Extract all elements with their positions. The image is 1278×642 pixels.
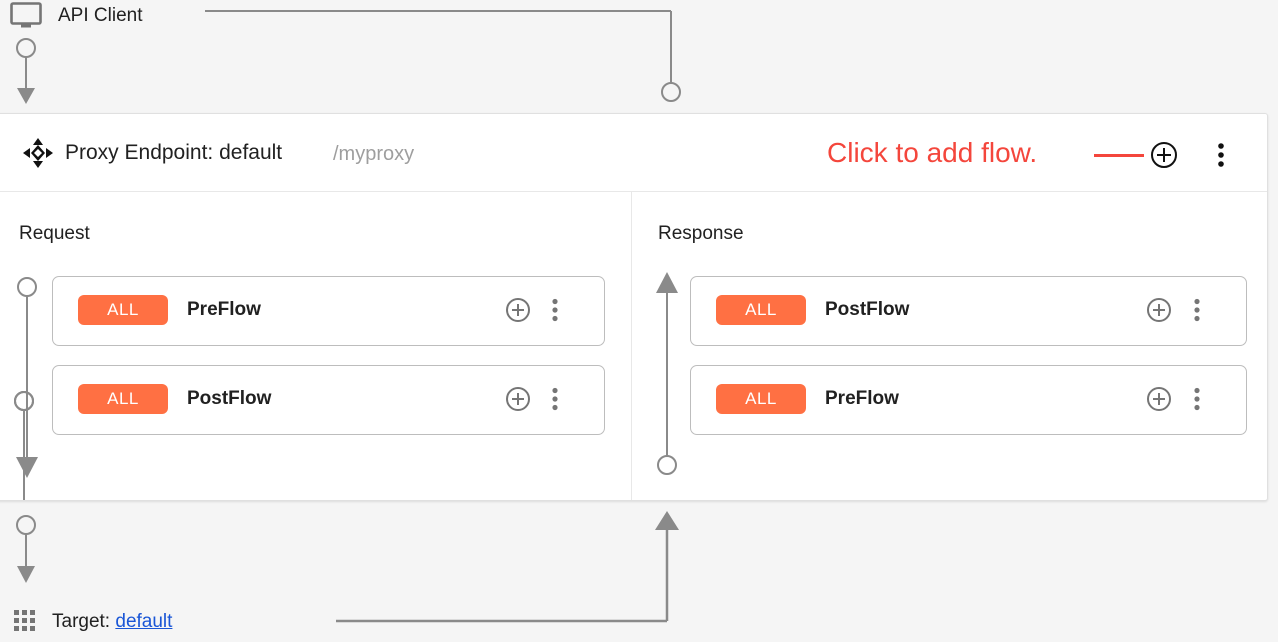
- plus-circle-icon[interactable]: [1146, 297, 1172, 323]
- flow-badge: ALL: [78, 295, 168, 325]
- annotation-pointer-line: [1094, 154, 1144, 157]
- more-vertical-icon[interactable]: [1187, 298, 1207, 322]
- proxy-endpoint-panel[interactable]: Proxy Endpoint: default /myproxy Click t…: [0, 113, 1268, 501]
- flow-badge: ALL: [78, 384, 168, 414]
- more-vertical-icon[interactable]: [1210, 142, 1232, 168]
- flow-name: PreFlow: [825, 388, 899, 409]
- plus-circle-icon[interactable]: [505, 386, 531, 412]
- plus-circle-icon[interactable]: [1150, 141, 1178, 169]
- monitor-icon: [10, 2, 42, 28]
- plus-circle-icon[interactable]: [1146, 386, 1172, 412]
- flow-name: PreFlow: [187, 299, 261, 320]
- flow-card[interactable]: ALL PostFlow: [690, 276, 1247, 346]
- proxy-endpoint-body: Request ALL PreFlow: [0, 192, 1267, 500]
- page-title: Proxy Endpoint: default: [65, 141, 283, 164]
- target-label: Target: default: [52, 609, 172, 635]
- response-column-title: Response: [658, 223, 744, 244]
- client-connectors: [16, 10, 681, 104]
- flow-badge: ALL: [716, 295, 806, 325]
- target-connectors: [16, 511, 679, 623]
- more-vertical-icon[interactable]: [545, 298, 565, 322]
- more-vertical-icon[interactable]: [1187, 387, 1207, 411]
- flow-card[interactable]: ALL PreFlow: [690, 365, 1247, 435]
- flow-card[interactable]: ALL PreFlow: [52, 276, 605, 346]
- flow-badge: ALL: [716, 384, 806, 414]
- proxy-basepath: /myproxy: [333, 143, 415, 165]
- response-column: Response ALL PostFlow: [632, 192, 1267, 500]
- plus-circle-icon[interactable]: [505, 297, 531, 323]
- proxy-endpoint-header: Proxy Endpoint: default /myproxy Click t…: [0, 114, 1267, 192]
- apps-grid-icon[interactable]: [14, 610, 36, 632]
- annotation-text: Click to add flow.: [827, 137, 1038, 168]
- flow-card[interactable]: ALL PostFlow: [52, 365, 605, 435]
- move-handle-icon[interactable]: [21, 136, 55, 170]
- request-column: Request ALL PreFlow: [0, 192, 632, 500]
- target-default-link[interactable]: default: [115, 611, 173, 632]
- flow-name: PostFlow: [187, 388, 272, 409]
- more-vertical-icon[interactable]: [545, 387, 565, 411]
- target-label-prefix: Target:: [52, 611, 116, 632]
- api-client-label: API Client: [58, 5, 143, 26]
- request-column-title: Request: [19, 223, 90, 244]
- api-client-row: API Client: [0, 0, 1278, 113]
- flow-name: PostFlow: [825, 299, 910, 320]
- target-row: [0, 501, 1278, 642]
